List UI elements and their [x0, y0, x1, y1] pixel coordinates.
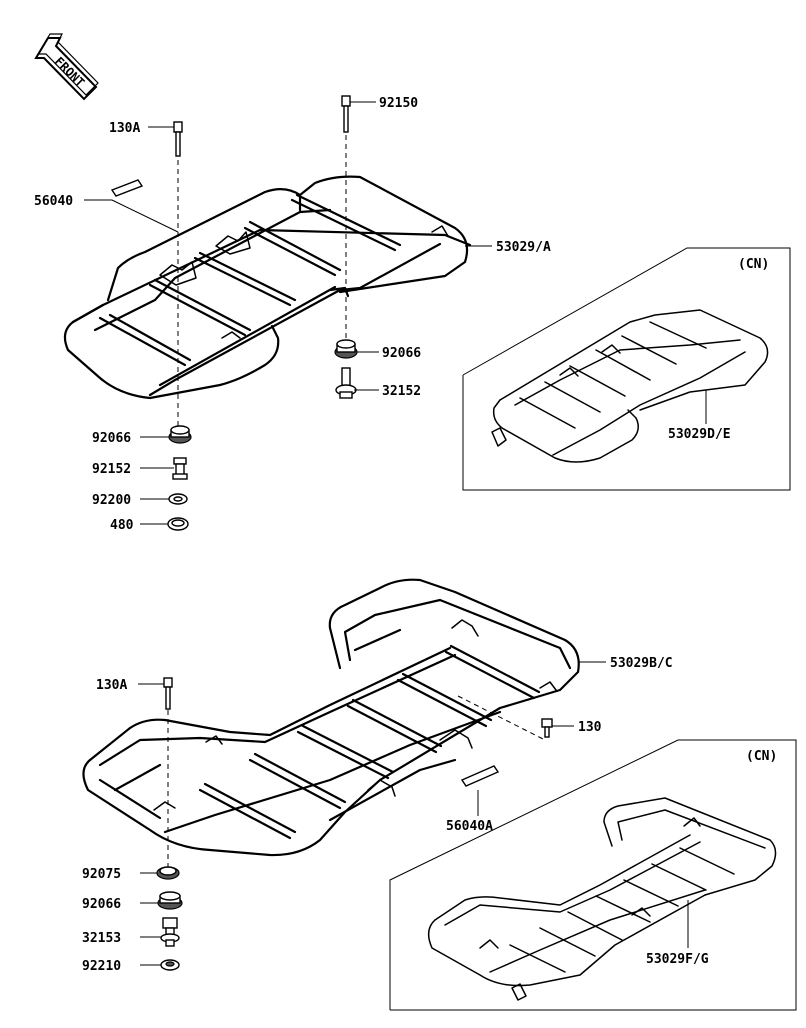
- cn-rear-rack: [491, 309, 769, 463]
- cn-front-rack: [427, 797, 777, 1001]
- label-53029bc: 53029B/C: [610, 656, 673, 671]
- washer-92075-icon: [156, 866, 180, 880]
- bolt-130a-top-icon: [173, 121, 183, 157]
- label-32153: 32153: [82, 931, 121, 946]
- label-92150: 92150: [379, 96, 418, 111]
- label-92066-bottom: 92066: [82, 897, 121, 912]
- label-130a-top: 130A: [109, 121, 140, 136]
- bolt-92152-icon: [172, 457, 188, 480]
- collar-92066-right-icon: [334, 339, 358, 359]
- label-56040a: 56040A: [446, 819, 493, 834]
- cn-label-bottom: (CN): [746, 749, 777, 764]
- bolt-130-icon: [541, 718, 553, 738]
- label-56040: 56040: [34, 194, 73, 209]
- front-arrow-icon: FRONT: [34, 33, 99, 101]
- label-130a-bottom: 130A: [96, 678, 127, 693]
- cn-inset-bottom: (CN) 53029F/G: [389, 739, 797, 1011]
- washer-92200-icon: [168, 493, 188, 505]
- cn-label-top: (CN): [738, 257, 769, 272]
- label-92200: 92200: [92, 493, 131, 508]
- label-92075: 92075: [82, 867, 121, 882]
- nut-92210-icon: [160, 959, 180, 971]
- label-130: 130: [578, 720, 602, 735]
- label-53029a: 53029/A: [496, 240, 551, 255]
- collar-92066-bottom-icon: [157, 891, 183, 910]
- bolt-32153-icon: [160, 917, 180, 947]
- ring-480-icon: [167, 517, 189, 531]
- label-92066-right: 92066: [382, 346, 421, 361]
- label-32152: 32152: [382, 384, 421, 399]
- label-53029fg: 53029F/G: [646, 952, 709, 967]
- label-53029de: 53029D/E: [668, 427, 731, 442]
- bolt-32152-icon: [335, 367, 357, 399]
- bolt-130a-bottom-icon: [163, 677, 173, 710]
- cn-inset-top: (CN) 53029D/E: [462, 247, 791, 491]
- label-480: 480: [110, 518, 134, 533]
- label-92210: 92210: [82, 959, 121, 974]
- decal-56040-icon: [110, 179, 144, 197]
- bolt-92150-icon: [341, 95, 351, 133]
- rear-carrier-rack: [63, 175, 472, 400]
- front-carrier-rack: [82, 578, 580, 857]
- label-92152: 92152: [92, 462, 131, 477]
- decal-56040a-icon: [460, 765, 500, 787]
- label-92066-left: 92066: [92, 431, 131, 446]
- collar-92066-left-icon: [168, 425, 192, 444]
